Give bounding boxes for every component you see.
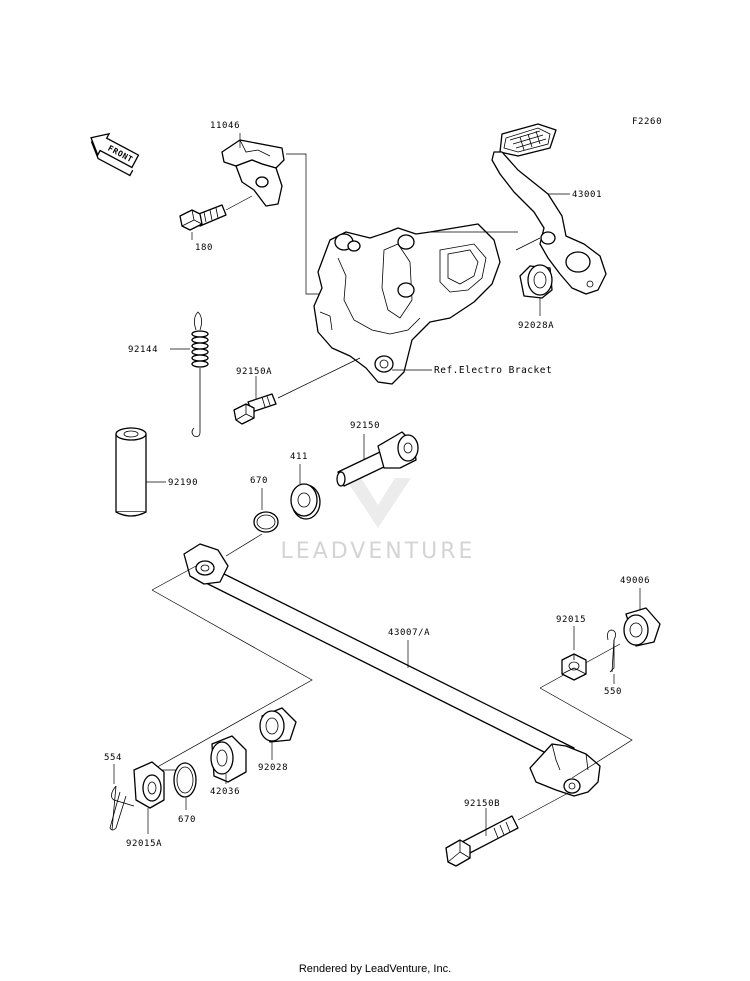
label-411: 411 — [290, 452, 308, 462]
label-92015: 92015 — [556, 615, 586, 625]
label-554: 554 — [104, 753, 122, 763]
part-180-bolt — [179, 204, 227, 231]
part-92028A-collar — [519, 264, 553, 299]
reference-note: Ref.Electro Bracket — [434, 365, 552, 376]
part-670-o-ring-upper — [253, 511, 279, 533]
part-92144-spring — [191, 311, 209, 437]
label-11046: 11046 — [210, 121, 240, 131]
part-550-cotter-pin — [607, 629, 616, 673]
leadventure-watermark: LEADVENTURE — [281, 478, 476, 564]
part-411-washer — [290, 483, 321, 520]
part-92015-nut — [561, 653, 587, 681]
part-92150B-bolt — [445, 815, 519, 867]
part-43007A-rod — [183, 543, 601, 797]
label-92150A: 92150A — [236, 367, 272, 377]
part-554-clip — [109, 785, 135, 831]
part-43001-brake-pedal — [491, 123, 607, 295]
part-49006-collar — [623, 607, 661, 647]
label-92190: 92190 — [168, 478, 198, 488]
footer-credit: Rendered by LeadVenture, Inc. — [298, 963, 452, 975]
label-92028: 92028 — [258, 763, 288, 773]
watermark-text: LEADVENTURE — [281, 539, 476, 564]
part-92028-collar — [259, 707, 297, 743]
label-670-lower: 670 — [178, 815, 196, 825]
label-180: 180 — [195, 243, 213, 253]
part-42036-sleeve — [210, 735, 247, 783]
label-92150B: 92150B — [464, 799, 500, 809]
part-92150A-bolt — [233, 393, 277, 425]
label-550: 550 — [604, 687, 622, 697]
label-43001: 43001 — [572, 190, 602, 200]
label-92144: 92144 — [128, 345, 158, 355]
label-49006: 49006 — [620, 576, 650, 586]
figure-code: F2260 — [632, 117, 662, 127]
label-92150: 92150 — [350, 421, 380, 431]
label-43007A: 43007/A — [388, 628, 430, 638]
label-670-upper: 670 — [250, 476, 268, 486]
part-92150-bolt — [336, 431, 419, 487]
label-92028A: 92028A — [518, 321, 554, 331]
electro-bracket — [313, 223, 501, 385]
part-11046-clamp — [221, 139, 285, 207]
part-92190-sleeve — [115, 427, 147, 517]
part-670-o-ring-lower — [173, 762, 197, 798]
part-92015A-nut — [133, 761, 165, 809]
front-arrow-icon: FRONT — [90, 132, 140, 177]
label-42036: 42036 — [210, 787, 240, 797]
label-92015A: 92015A — [126, 839, 162, 849]
